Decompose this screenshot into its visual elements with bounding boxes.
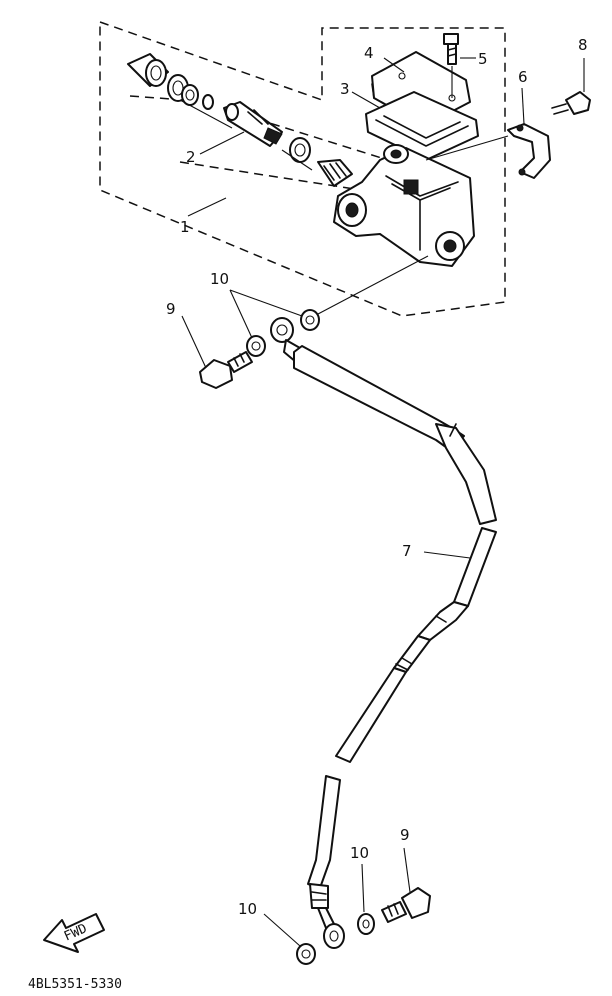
copper-washer-bottom-1 [357,913,375,935]
o-ring [202,94,214,110]
callout-9-top: 9 [166,300,176,318]
callout-10-top: 10 [210,270,229,288]
callout-3: 3 [340,80,350,98]
union-bolt-bottom [381,887,431,923]
spring [317,159,353,187]
cap-screw [443,33,459,65]
piston-kit [127,53,353,187]
drawing-number: 4BL5351-5330 [28,977,122,992]
callout-2: 2 [186,148,196,166]
holder-clamp [507,123,551,179]
callout-6: 6 [518,68,528,86]
callout-7: 7 [402,542,412,560]
dust-boot [127,53,169,87]
callout-10-bottom-left: 10 [238,900,257,918]
piston [223,101,283,147]
callout-4: 4 [364,44,374,62]
forward-direction-arrow: FWD [43,913,105,953]
callout-1: 1 [180,218,190,236]
callout-9-bottom: 9 [400,826,410,844]
master-cylinder-body [333,144,475,267]
callout-8: 8 [578,36,588,54]
callout-labels: 1 2 3 4 5 6 7 8 9 10 9 10 10 [166,36,588,918]
copper-washer-bottom-2 [296,943,316,965]
callout-10-bottom-right: 10 [350,844,369,862]
holder-bolt [551,91,591,115]
diaphragm [365,91,479,161]
union-bolt-top [199,351,253,389]
copper-washer-top-2 [300,309,320,331]
hose-lower-fitting [323,923,345,949]
callout-5: 5 [478,50,488,68]
leader-lines [181,57,585,947]
cup [289,137,311,163]
copper-washer-top-1 [246,335,266,357]
brake-hose [270,317,497,949]
